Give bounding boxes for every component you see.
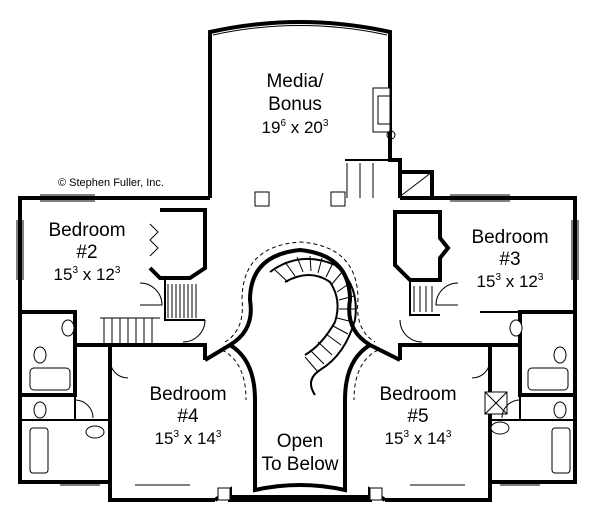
door-swings [74,282,521,419]
bedroom3-dimensions: 153 x 123 [477,272,544,291]
bedroom5-name-line1: Bedroom [379,384,456,405]
media-room-walls [208,20,402,198]
open-to-below-line1: Open [277,431,323,452]
bedroom5-dimensions: 153 x 143 [385,429,452,448]
open-to-below-line2: To Below [261,454,338,475]
bath-fixtures [29,319,571,474]
bedroom2-dimensions: 153 x 123 [54,265,121,284]
bedroom3-name-line2: #3 [499,249,520,270]
bedroom3-name-line1: Bedroom [471,227,548,248]
copyright-text: © Stephen Fuller, Inc. [58,177,164,189]
spiral-staircase [269,255,357,396]
open-to-below-area [203,191,401,501]
bedroom2-name-line1: Bedroom [48,220,125,241]
media-room-name-line1: Media/ [266,71,324,92]
bedroom2-name-line2: #2 [76,242,97,263]
media-room-name-line2: Bonus [268,94,322,115]
bedroom4-name-line1: Bedroom [149,384,226,405]
interior-walls [20,208,575,482]
bedroom5-name-line2: #5 [407,406,428,427]
media-room-dimensions: 196 x 203 [262,118,329,137]
bedroom4-name-line2: #4 [177,406,199,427]
bedroom4-dimensions: 153 x 143 [155,429,222,448]
